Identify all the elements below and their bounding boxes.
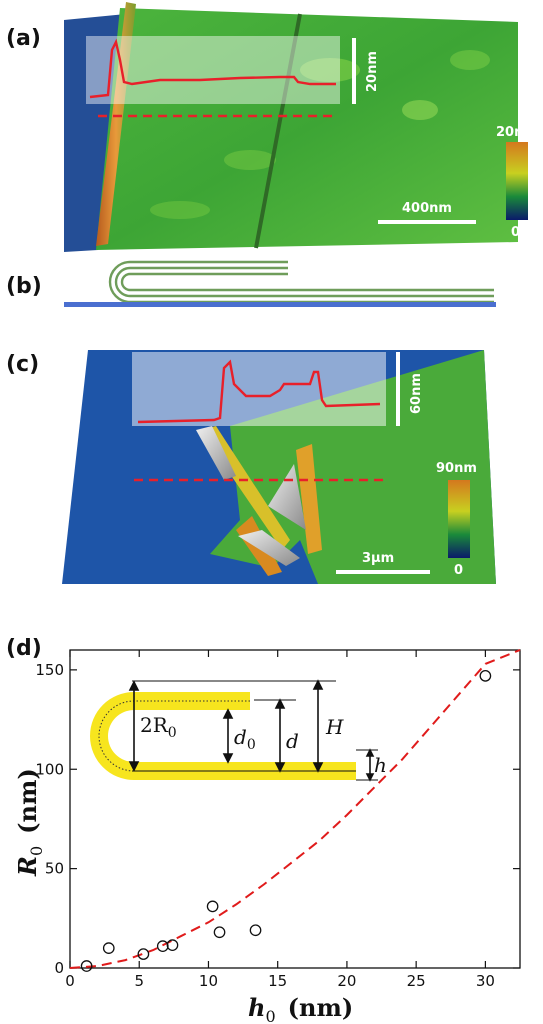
panel-a-step-line [254, 13, 302, 249]
panel-a-scale-bar-label: 400nm [402, 201, 452, 216]
arrowhead [365, 773, 375, 782]
panel-d-chart: 0 5 10 15 20 25 30 0 50 100 150 [13, 649, 521, 1024]
x-tick-label: 15 [268, 972, 287, 990]
data-point [213, 926, 226, 939]
y-tick-label: 0 [54, 959, 64, 977]
x-tick-label: 10 [199, 972, 218, 990]
x-axis: 0 5 10 15 20 25 30 [65, 650, 495, 990]
panel-a-label: (a) [6, 26, 41, 51]
y-tick-label: 100 [35, 760, 64, 778]
arrowhead [274, 762, 286, 773]
arrowhead [222, 753, 234, 764]
inset-label-d0: d0 [234, 725, 256, 753]
inset-label-2r0: 2R0 [140, 713, 177, 741]
panel-d-inset-diagram: 2R0 d0 d H h [90, 679, 387, 782]
x-tick-label: 30 [476, 972, 495, 990]
panel-b-label: (b) [6, 274, 42, 299]
x-tick-label: 25 [407, 972, 426, 990]
panel-c-label: (c) [6, 352, 40, 377]
panel-a-afm-image: 20nm 20nm 0 400nm [64, 2, 537, 252]
x-tick-label: 20 [337, 972, 356, 990]
panel-c-fold-top [238, 530, 300, 566]
panel-a-graphene [96, 8, 518, 250]
panel-b-fold-layer-middle [114, 266, 494, 298]
arrowhead [312, 762, 324, 773]
panel-a-colorbar-max: 20nm [496, 125, 537, 140]
panel-c-colorbar-max: 90nm [436, 461, 477, 476]
panel-a-colorbar-min: 0 [511, 225, 520, 240]
data-point [80, 960, 93, 972]
data-point [249, 924, 262, 937]
panel-b-substrate [64, 302, 496, 307]
inset-label-H: H [325, 715, 344, 739]
panel-c-fold-wall [296, 444, 322, 554]
plot-area-frame [69, 649, 521, 969]
data-point [479, 669, 492, 682]
panel-c-fold-top [268, 464, 306, 530]
arrowhead [274, 698, 286, 709]
texture [150, 201, 210, 219]
panel-c-profile-box [132, 352, 386, 426]
data-point [166, 939, 179, 951]
panel-c-scale-bar-label: 3μm [362, 551, 394, 566]
inset-label-d: d [286, 729, 299, 753]
panel-a-height-profile [89, 38, 336, 99]
panel-c-graphene [210, 350, 496, 584]
panel-c-height-scale-label: 60nm [409, 373, 424, 414]
panel-a-height-scale-label: 20nm [365, 51, 380, 92]
x-axis-title: h0(nm) [248, 993, 353, 1024]
panel-c-colorbar-min: 0 [454, 563, 463, 578]
data-point [156, 940, 169, 952]
texture [300, 58, 360, 82]
texture [224, 150, 276, 170]
texture [450, 50, 490, 70]
data-point [206, 900, 219, 913]
arrowhead [128, 761, 140, 772]
fit-curve [69, 649, 521, 969]
panel-c-colorbar [448, 480, 470, 558]
data-point [137, 948, 150, 960]
y-axis-title: R0(nm) [13, 768, 46, 877]
panel-c-fold-top [196, 426, 236, 480]
arrowhead [128, 680, 140, 691]
panel-a-profile-box [86, 36, 340, 104]
panel-b-schematic [64, 260, 496, 307]
panel-b-fold-layer-inner [120, 272, 494, 292]
x-tick-label: 0 [65, 972, 75, 990]
arrowhead [222, 708, 234, 719]
y-tick-label: 50 [45, 860, 64, 878]
panel-a-colorbar [506, 142, 528, 220]
panel-c-afm-image: 60nm 90nm 0 3μm [62, 350, 496, 584]
x-tick-label: 5 [134, 972, 144, 990]
panel-c-height-profile [137, 359, 381, 424]
y-tick-label: 150 [35, 661, 64, 679]
panel-a-fold-edge [96, 2, 136, 246]
panel-d-label: (d) [6, 636, 42, 661]
texture [402, 100, 438, 120]
panel-b-fold-layer-outer [108, 260, 494, 304]
arrowhead [312, 679, 324, 690]
arrowhead [365, 748, 375, 757]
inset-midline [98, 700, 356, 772]
inset-label-h: h [374, 753, 387, 777]
data-point [102, 942, 115, 954]
